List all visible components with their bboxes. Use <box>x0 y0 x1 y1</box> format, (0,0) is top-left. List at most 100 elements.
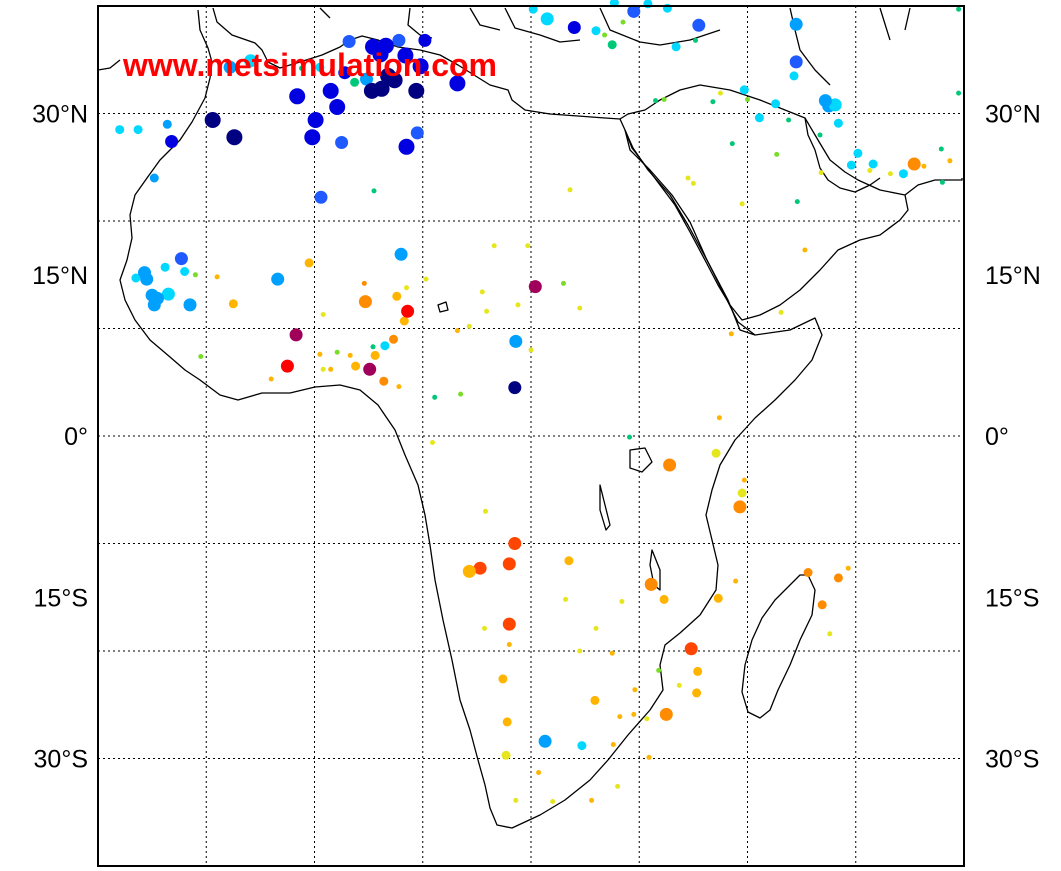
station-marker <box>479 289 485 295</box>
station-marker <box>794 199 800 205</box>
station-marker <box>515 302 521 308</box>
station-marker <box>133 125 143 135</box>
station-marker <box>432 394 438 400</box>
coastline-red-sea-west <box>624 129 756 336</box>
station-marker <box>717 90 723 96</box>
station-marker <box>778 309 784 315</box>
station-marker <box>338 66 352 80</box>
station-marker <box>627 434 632 440</box>
station-marker <box>653 98 658 104</box>
station-marker <box>817 132 823 138</box>
station-marker <box>380 341 390 351</box>
lat-label-left: 30°S <box>34 746 88 774</box>
station-marker <box>335 136 349 149</box>
station-marker <box>733 500 747 514</box>
coastline-lake-tanganyika <box>599 484 611 531</box>
station-marker <box>602 32 608 38</box>
station-marker <box>509 334 523 348</box>
station-marker <box>363 82 380 99</box>
station-marker <box>115 125 125 135</box>
station-marker <box>741 477 747 483</box>
station-marker <box>401 304 415 318</box>
station-marker <box>827 631 833 637</box>
station-marker <box>347 352 353 358</box>
station-marker <box>398 138 415 155</box>
station-marker <box>774 151 780 157</box>
station-marker <box>271 272 285 286</box>
station-marker <box>289 88 306 105</box>
station-marker <box>410 126 424 140</box>
station-marker <box>659 594 669 604</box>
station-marker <box>462 564 476 578</box>
station-marker <box>656 667 662 673</box>
station-marker <box>563 596 569 602</box>
station-marker <box>528 280 542 294</box>
coastline-gulf <box>804 117 881 193</box>
station-marker <box>589 797 595 803</box>
station-marker <box>192 272 198 278</box>
station-marker <box>412 58 429 75</box>
coastline-lake-malawi <box>649 549 661 591</box>
station-marker <box>334 349 340 355</box>
station-marker <box>590 695 600 705</box>
station-marker <box>615 783 621 789</box>
station-markers <box>115 0 962 804</box>
station-marker <box>938 146 944 152</box>
station-marker <box>138 266 151 280</box>
station-marker <box>180 267 190 276</box>
station-marker <box>833 118 843 128</box>
station-marker <box>593 625 599 631</box>
lat-label-left: 0° <box>64 423 88 451</box>
station-marker <box>786 117 792 123</box>
station-marker <box>644 577 658 591</box>
station-marker <box>466 323 472 329</box>
station-marker <box>396 384 402 390</box>
lat-label-right: 30°N <box>985 101 1041 129</box>
station-marker <box>361 280 367 286</box>
station-marker <box>745 97 750 102</box>
station-marker <box>907 157 921 171</box>
station-marker <box>818 170 824 176</box>
station-marker <box>591 26 601 36</box>
station-marker <box>358 295 372 309</box>
station-marker <box>183 298 197 312</box>
map-frame <box>97 5 965 867</box>
station-marker <box>280 359 294 373</box>
station-marker <box>577 648 583 654</box>
station-marker <box>149 173 159 183</box>
station-marker <box>214 274 220 280</box>
station-marker <box>204 112 221 128</box>
lat-label-left: 30°N <box>32 101 88 129</box>
station-marker <box>501 750 511 760</box>
station-marker <box>161 287 175 301</box>
station-marker <box>845 565 851 571</box>
station-marker <box>307 112 324 128</box>
station-marker <box>473 561 487 575</box>
station-marker <box>454 328 460 334</box>
station-marker <box>228 299 238 309</box>
station-marker <box>392 291 402 301</box>
station-marker <box>423 276 429 282</box>
station-marker <box>408 82 425 99</box>
station-marker <box>729 141 735 147</box>
station-marker <box>939 179 945 185</box>
station-marker <box>577 741 587 751</box>
station-marker <box>617 714 623 720</box>
station-marker <box>289 328 303 342</box>
station-marker <box>498 674 508 684</box>
station-marker <box>165 135 179 148</box>
coastline-mediterranean-north <box>97 7 911 86</box>
station-marker <box>131 273 141 283</box>
station-marker <box>619 599 625 604</box>
station-marker <box>550 799 556 804</box>
station-marker <box>833 573 843 583</box>
station-marker <box>314 190 328 204</box>
station-marker <box>956 6 962 12</box>
station-marker <box>693 37 698 43</box>
station-marker <box>363 362 377 376</box>
station-marker <box>392 33 406 47</box>
lat-label-right: 15°S <box>985 584 1039 612</box>
station-marker <box>329 99 346 115</box>
station-marker <box>789 71 799 81</box>
station-marker <box>394 247 408 261</box>
